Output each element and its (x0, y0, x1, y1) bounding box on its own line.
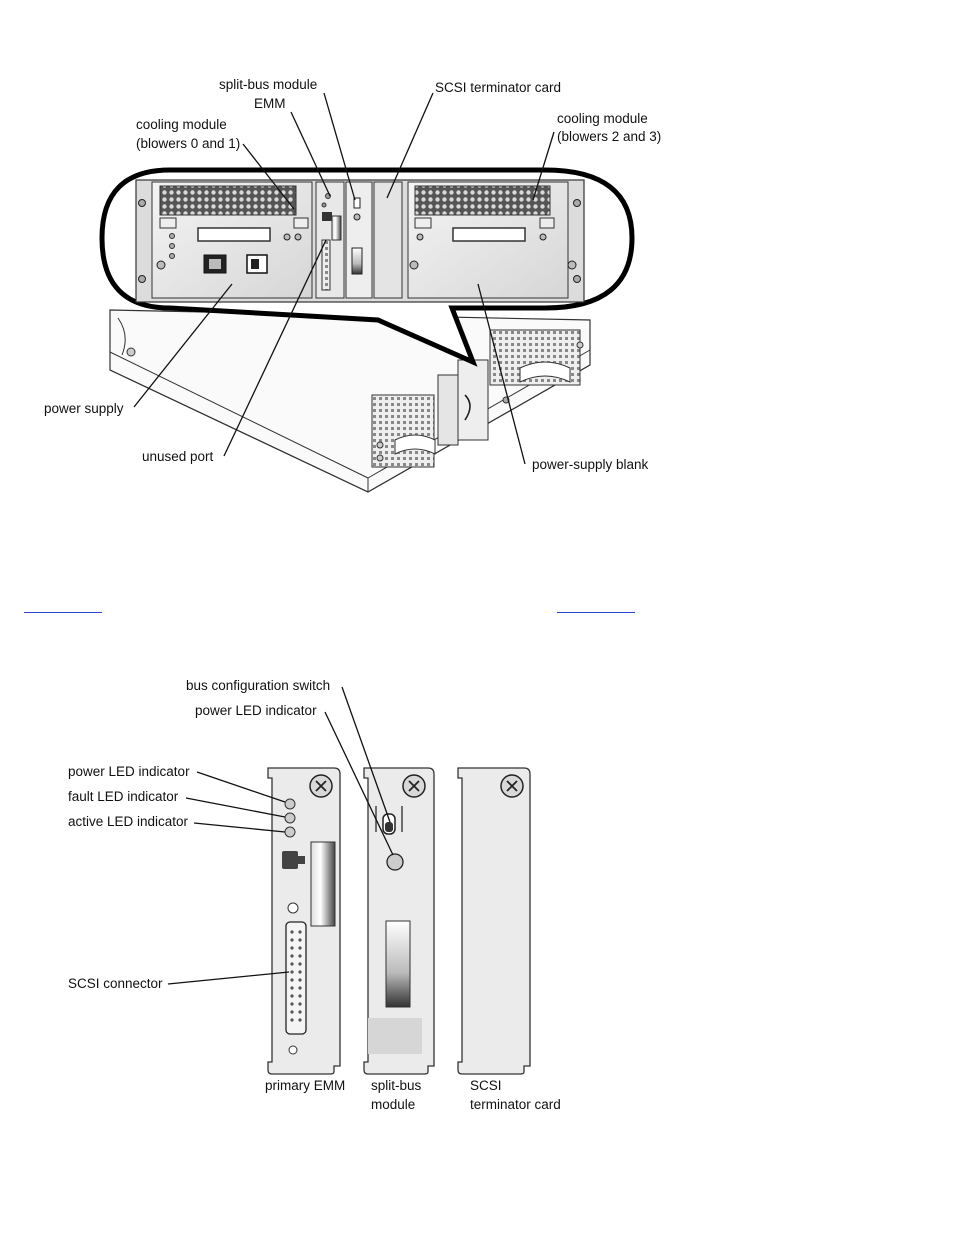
previous-link[interactable] (24, 600, 102, 613)
scsi-connector-pins (290, 930, 302, 1022)
label-primary-emm: primary EMM (265, 1078, 345, 1093)
front-panel (135, 179, 585, 303)
enclosure-body (109, 309, 591, 493)
label-bus-configuration-switch: bus configuration switch (186, 678, 330, 693)
bottom-figure: bus configuration switch power LED indic… (68, 678, 561, 1112)
bottom-leader-lines (167, 686, 394, 985)
power-supply-left (151, 181, 313, 299)
label-cooling-module-right: cooling module (557, 111, 648, 126)
label-scsi-connector: SCSI connector (68, 976, 163, 991)
scsi-terminator-card-top (373, 181, 403, 299)
label-split-bus-module: module (371, 1097, 415, 1112)
split-bus-module-top (345, 181, 373, 299)
power-supply-blank (407, 181, 577, 299)
top-leader-lines (133, 92, 555, 465)
next-link[interactable] (557, 600, 635, 613)
label-cooling-module-left: cooling module (136, 117, 227, 132)
label-power-led-indicator: power LED indicator (68, 764, 190, 779)
split-bus-module (363, 767, 435, 1075)
label-fault-led-indicator: fault LED indicator (68, 789, 179, 804)
label-scsi-terminator-card: SCSI terminator card (435, 80, 561, 95)
emm-module (315, 181, 345, 299)
primary-emm-module (267, 767, 341, 1075)
label-power-led-indicator-split: power LED indicator (195, 703, 317, 718)
label-cooling-module-left-blowers: (blowers 0 and 1) (136, 136, 240, 151)
label-emm: EMM (254, 96, 286, 111)
label-split-bus: split-bus (371, 1078, 422, 1093)
label-active-led-indicator: active LED indicator (68, 814, 189, 829)
label-unused-port: unused port (142, 449, 214, 464)
top-figure: split-bus module EMM SCSI terminator car… (44, 77, 661, 493)
label-power-supply-blank: power-supply blank (532, 457, 649, 472)
label-cooling-module-right-blowers: (blowers 2 and 3) (557, 129, 661, 144)
label-scsi: SCSI (470, 1078, 502, 1093)
label-split-bus-module: split-bus module (219, 77, 317, 92)
label-power-supply: power supply (44, 401, 124, 416)
label-terminator-card: terminator card (470, 1097, 561, 1112)
scsi-terminator-card (457, 767, 531, 1075)
